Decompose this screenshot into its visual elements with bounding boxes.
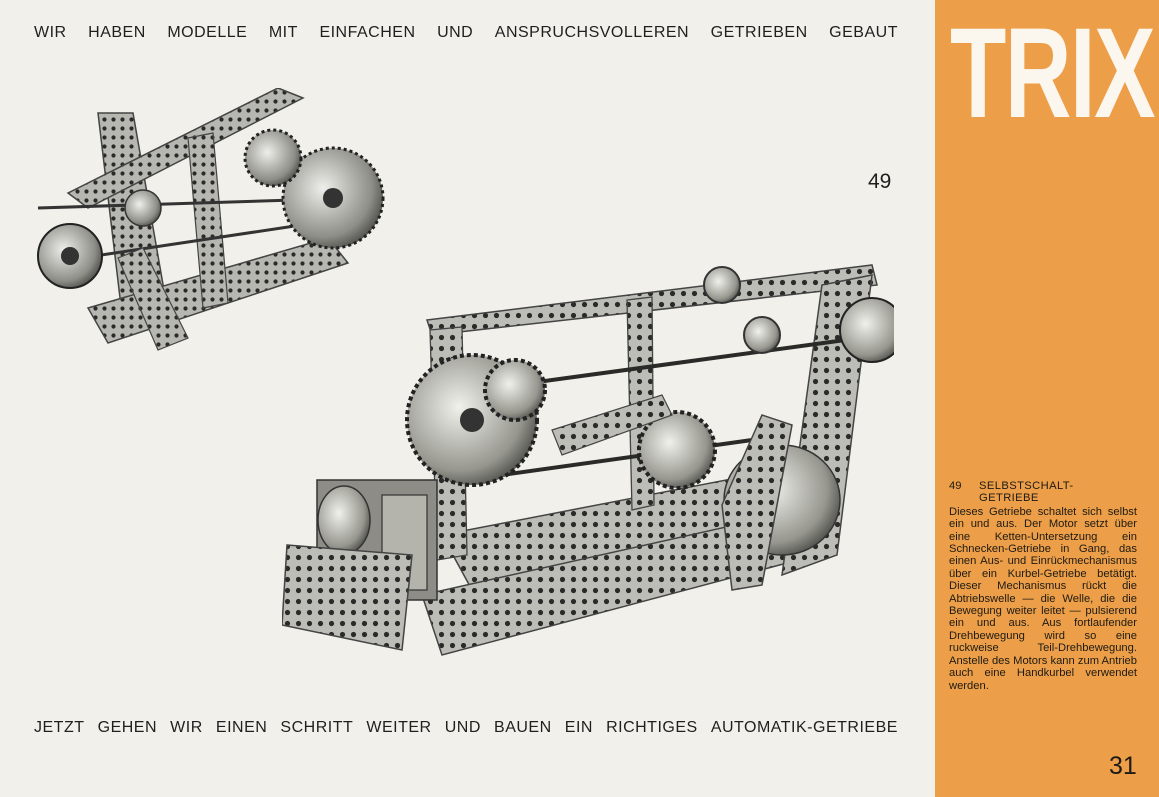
footline-word: WEITER <box>366 719 432 736</box>
footline-word: EIN <box>564 719 593 736</box>
headline-word: MIT <box>268 24 298 41</box>
caption-title: 49 SELBSTSCHALT- <box>949 480 1137 492</box>
figure-number: 49 <box>868 170 892 193</box>
headline-word: EINFACHEN <box>319 24 416 41</box>
caption-body: Dieses Getriebe schaltet sich selbst ein… <box>949 505 1137 692</box>
headline-word: MODELLE <box>167 24 248 41</box>
footline-word: RICHTIGES <box>606 719 698 736</box>
headline-word: GEBAUT <box>829 24 898 41</box>
footline-word: BAUEN <box>494 719 552 736</box>
footline-word: SCHRITT <box>280 719 354 736</box>
footline-word: JETZT <box>34 719 85 736</box>
figure-caption: 49 SELBSTSCHALT- GETRIEBE Dieses Getrieb… <box>949 480 1137 692</box>
page-headline: WIR HABEN MODELLE MIT EINFACHEN UND ANSP… <box>34 24 898 42</box>
footline-word: AUTOMATIK-GETRIEBE <box>710 719 898 736</box>
headline-word: ANSPRUCHSVOLLEREN <box>494 24 690 41</box>
footline-word: UND <box>444 719 481 736</box>
model-photo-large <box>282 264 894 656</box>
page-footline: JETZT GEHEN WIR EINEN SCHRITT WEITER UND… <box>34 719 898 737</box>
page-number: 31 <box>1109 752 1137 780</box>
footline-word: EINEN <box>215 719 268 736</box>
orange-sidebar <box>935 0 1159 797</box>
caption-title-line-2: GETRIEBE <box>979 492 1039 505</box>
model-photo-small <box>37 88 385 351</box>
caption-number: 49 <box>949 480 962 492</box>
headline-word: HABEN <box>88 24 146 41</box>
caption-indent <box>949 492 979 504</box>
caption-title-line-1: SELBSTSCHALT- <box>979 480 1074 492</box>
headline-word: WIR <box>34 24 67 41</box>
footline-word: WIR <box>170 719 203 736</box>
headline-word: UND <box>437 24 474 41</box>
headline-word: GETRIEBEN <box>710 24 808 41</box>
brand-logo: TRIX <box>950 2 1156 145</box>
caption-title-row-2: GETRIEBE <box>949 492 1137 504</box>
footline-word: GEHEN <box>97 719 158 736</box>
